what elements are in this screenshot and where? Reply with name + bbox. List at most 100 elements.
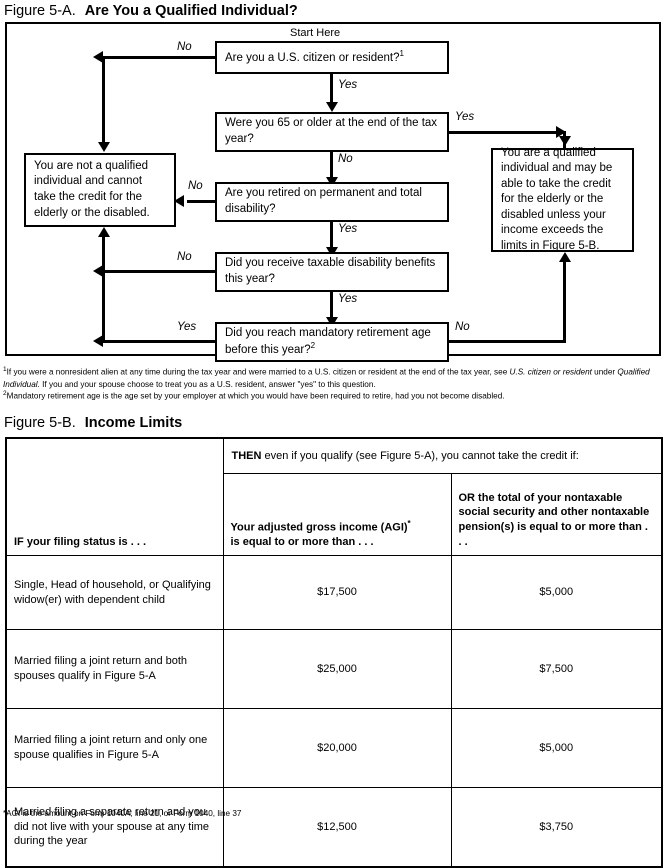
outcome-qualified-text: You are a qualified individual and may b… [501,146,613,252]
figure-5a-title: Figure 5-A. Are You a Qualified Individua… [4,3,298,19]
footnote-1-marker: 1 [3,366,7,373]
edge-q4-no-vertical [102,234,105,273]
figure-5b-income-limits-table: IF your filing status is . . . THEN even… [5,437,664,868]
edge-q5-no-arrowhead [559,252,571,262]
table-row: Married filing a separate return and you… [5,787,664,868]
edge-q2-yes-horizontal [449,131,565,134]
edge-q1-no-vertical [102,56,105,148]
question-taxable-benefits-box: Did you receive taxable disability benef… [215,252,449,292]
question-disability-text: Are you retired on permanent and total d… [225,187,422,215]
outcome-not-qualified-text: You are not a qualified individual and c… [34,159,150,219]
question-citizen-text: Are you a U.S. citizen or resident?1 [225,48,404,64]
question-taxable-benefits-text: Did you receive taxable disability benef… [225,257,436,285]
row-2-status: Married filing a joint return and only o… [5,708,224,788]
table-header-row-1: IF your filing status is . . . THEN even… [5,437,664,556]
header-nontaxable-rest: the total of your nontaxable social secu… [458,491,650,549]
row-2-agi: $20,000 [222,708,452,788]
edge-q2-no-vertical [330,152,333,182]
edge-q4-no-horizontal [102,270,217,273]
edge-q4-yes-vertical [330,292,333,322]
figure-5a-flowchart: Start Here Are you a U.S. citizen or res… [5,22,661,362]
row-1-agi: $25,000 [222,629,452,709]
edge-label-q2-yes: Yes [455,111,475,123]
edge-label-q5-no: No [455,321,470,333]
figure-5a-label: Figure 5-A. [4,3,76,19]
header-then-rest: even if you qualify (see Figure 5-A), yo… [261,449,579,462]
edge-q1-yes-vertical [330,74,333,107]
header-agi: Your adjusted gross income (AGI)* is equ… [222,473,452,556]
row-1-nontaxable: $7,500 [450,629,664,709]
edge-label-q4-no: No [177,251,192,263]
edge-label-q5-yes: Yes [177,321,197,333]
publication-page: Figure 5-A. Are You a Qualified Individua… [3,3,664,868]
figure-5b-title: Figure 5-B. Income Limits [4,415,182,431]
header-then-bold: THEN [231,449,262,462]
outcome-not-qualified-box: You are not a qualified individual and c… [24,153,176,227]
footnote-ref-2: 2 [310,341,316,351]
edge-label-q3-no: No [188,180,203,192]
outcome-qualified-box: You are a qualified individual and may b… [491,146,634,252]
edge-q5-yes-arrowhead [93,335,103,347]
header-filing-status: IF your filing status is . . . [5,437,224,556]
footnote-ref-1: 1 [399,48,404,58]
row-1-status: Married filing a joint return and both s… [5,629,224,709]
edge-label-q3-yes: Yes [338,223,358,235]
footnote-1-italic-1: U.S. citizen or resident [509,367,592,377]
edge-q2-yes-arrowhead [556,126,566,138]
figure-5a-footnote-2: 2Mandatory retirement age is the age set… [3,389,663,403]
row-0-agi: $17,500 [222,555,452,630]
figure-5a-footnote-1: 1If you were a nonresident alien at any … [3,365,663,391]
footnote-2-text: Mandatory retirement age is the age set … [6,391,505,401]
figure-5b-footnote: *AGI is the amount on Form 1040A, line 2… [3,809,242,818]
header-agi-star: * [407,518,411,528]
row-3-status: Married filing a separate return and you… [5,787,224,868]
header-nontaxable-bold: OR [458,491,476,504]
footnote-1-italic-2: Qualified Individual. [3,367,650,389]
question-citizen-box: Are you a U.S. citizen or resident?1 [215,41,449,74]
question-mandatory-retirement-text: Did you reach mandatory retirement age b… [225,326,431,356]
edge-q5-yes-horizontal [102,340,217,343]
header-then-span: THEN even if you qualify (see Figure 5-A… [222,437,664,474]
edge-q5-yes-vertical [102,270,105,342]
edge-q1-no-horizontal [102,56,217,59]
start-here-label: Start Here [290,27,341,39]
table-row: Single, Head of household, or Qualifying… [5,555,664,630]
header-nontaxable: OR the total of your nontaxable social s… [450,473,664,556]
question-age65-box: Were you 65 or older at the end of the t… [215,112,449,152]
footnote-1-text-a: If you were a nonresident alien at any t… [6,367,510,377]
edge-q5-no-horizontal [449,340,566,343]
question-mandatory-retirement-box: Did you reach mandatory retirement age b… [215,322,449,362]
row-3-nontaxable: $3,750 [450,787,664,868]
edge-q1-no-arrowhead [93,51,103,63]
header-agi-line1: Your adjusted gross income (AGI) [230,521,408,534]
edge-q1-yes-arrowhead [326,102,338,112]
table-header-row-2: Your adjusted gross income (AGI)* is equ… [6,473,664,556]
row-3-agi: $12,500 [222,787,452,868]
figure-5b-name: Income Limits [84,415,183,431]
row-0-nontaxable: $5,000 [450,555,664,630]
edge-label-q4-yes: Yes [338,293,358,305]
question-age65-text: Were you 65 or older at the end of the t… [225,117,438,145]
edge-label-q1-no: No [177,41,192,53]
header-agi-line2: is equal to or more than . . . [230,536,374,549]
footnote-2-marker: 2 [3,390,7,397]
edge-q3-yes-vertical [330,222,333,252]
footnote-1-text-c: If you and your spouse choose to treat y… [39,379,376,389]
edge-q4-no-up-arrowhead [98,227,110,237]
figure-5b-label: Figure 5-B. [4,415,76,431]
footnote-1-text-b: under [591,367,618,377]
edge-label-q2-no: No [338,153,353,165]
edge-q2-yes-down-arrowhead [559,136,571,146]
edge-q4-no-arrowhead [93,265,103,277]
edge-label-q1-yes: Yes [338,79,358,91]
edge-q3-no-horizontal [187,200,217,203]
figure-5a-name: Are You a Qualified Individual? [84,3,298,19]
row-2-nontaxable: $5,000 [450,708,664,788]
edge-q3-no-arrowhead [174,195,184,207]
table-row: Married filing a joint return and both s… [5,629,664,709]
question-disability-box: Are you retired on permanent and total d… [215,182,449,222]
edge-q1-no-down-arrowhead [98,142,110,152]
table-row: Married filing a joint return and only o… [5,708,664,788]
edge-q5-no-vertical [563,259,566,342]
row-0-status: Single, Head of household, or Qualifying… [5,555,224,630]
